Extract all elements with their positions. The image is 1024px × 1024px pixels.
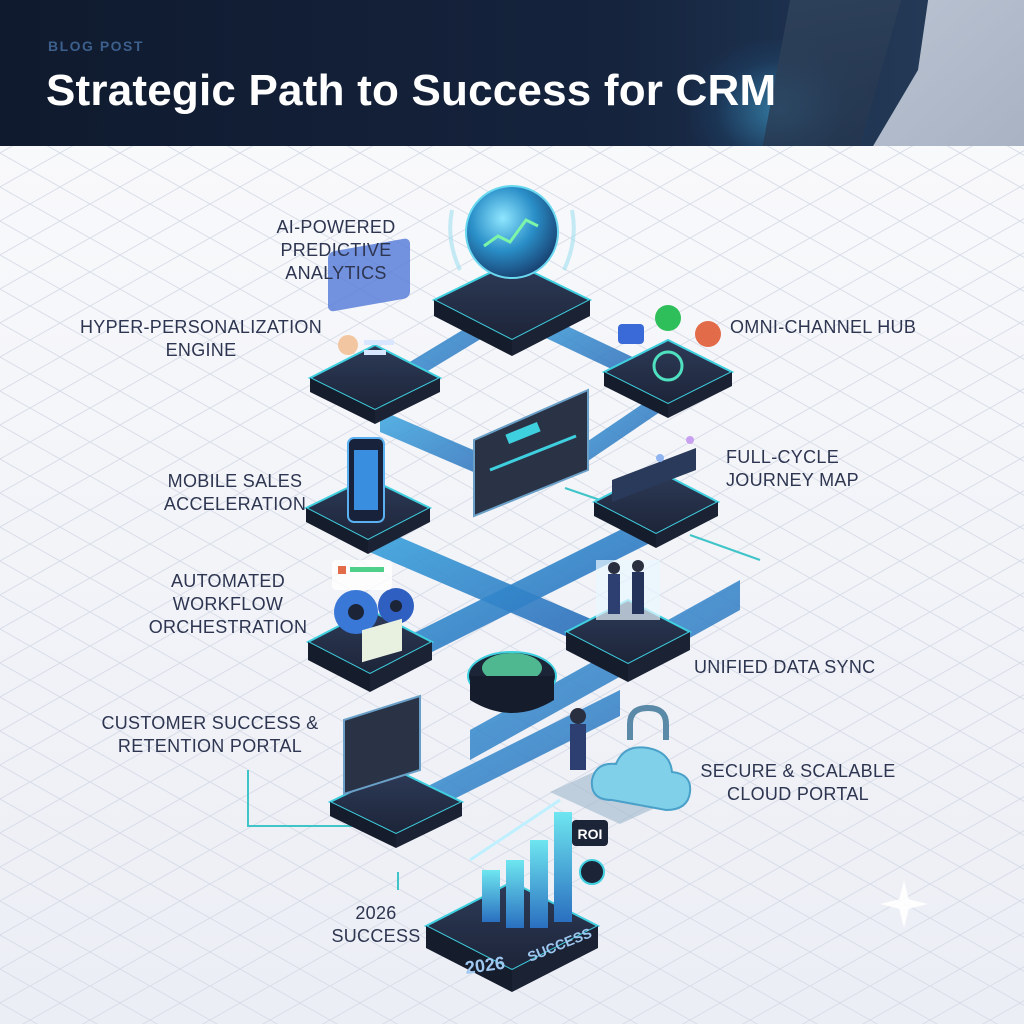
data-sync-platform — [563, 560, 693, 682]
label-data-sync: UNIFIED DATA SYNC — [694, 656, 894, 679]
label-line: UNIFIED DATA SYNC — [694, 657, 876, 677]
label-line: SECURE & SCALABLE — [700, 761, 896, 781]
mail-icon — [618, 324, 644, 344]
label-line: SUCCESS — [331, 926, 421, 946]
label-line: ACCELERATION — [163, 494, 307, 514]
cloud-portal-platform — [550, 704, 692, 824]
growth-bar-1 — [482, 870, 500, 922]
label-workflow: AUTOMATED WORKFLOW ORCHESTRATION — [148, 570, 308, 639]
label-cloud-portal: SECURE & SCALABLE CLOUD PORTAL — [700, 760, 896, 806]
share-icon — [695, 321, 721, 347]
label-line: MOBILE SALES — [167, 471, 303, 491]
label-line: AI-POWERED — [276, 217, 396, 237]
portal-screen — [343, 694, 421, 796]
label-line: WORKFLOW — [172, 594, 284, 614]
label-line: PREDICTIVE ANALYTICS — [280, 240, 392, 283]
roi-text: ROI — [578, 826, 603, 842]
label-line: JOURNEY MAP — [726, 470, 859, 490]
eyebrow-label: BLOG POST — [48, 38, 144, 54]
page-title: Strategic Path to Success for CRM — [46, 66, 777, 115]
check-icon — [579, 859, 605, 885]
omni-channel-platform — [601, 305, 735, 418]
label-line: 2026 — [355, 903, 397, 923]
crm-roadmap-diagram: ROI 2026 SUCCESS — [0, 146, 1024, 1024]
chat-icon — [655, 305, 681, 331]
label-line: ORCHESTRATION — [148, 617, 308, 637]
label-line: FULL-CYCLE — [726, 447, 840, 467]
growth-bar-4 — [554, 812, 572, 922]
growth-bar-2 — [506, 860, 524, 928]
mobile-sales-platform — [303, 437, 433, 554]
label-line: RETENTION PORTAL — [117, 736, 303, 756]
journey-map-platform — [591, 436, 721, 548]
label-retention-portal: CUSTOMER SUCCESS & RETENTION PORTAL — [100, 712, 320, 758]
central-hub — [467, 651, 557, 713]
label-journey-map: FULL-CYCLE JOURNEY MAP — [726, 446, 886, 492]
label-hyper-personalization: HYPER-PERSONALIZATION ENGINE — [76, 316, 326, 362]
label-mobile-sales: MOBILE SALES ACCELERATION — [160, 470, 310, 516]
label-ai-analytics: AI-POWERED PREDICTIVE ANALYTICS — [236, 216, 436, 285]
cloud-icon — [590, 746, 692, 812]
label-line: CUSTOMER SUCCESS & — [101, 713, 319, 733]
retention-portal-platform — [327, 618, 465, 848]
trend-arrow — [469, 798, 561, 862]
roi-badge — [572, 820, 608, 846]
ai-analytics-platform — [431, 185, 593, 356]
label-line: CLOUD PORTAL — [727, 784, 869, 804]
personalization-platform — [307, 238, 443, 424]
lock-icon — [627, 704, 669, 740]
growth-bar-3 — [530, 840, 548, 928]
label-line: OMNI-CHANNEL HUB — [730, 317, 917, 337]
label-line: HYPER-PERSONALIZATION — [79, 317, 322, 337]
label-line: ENGINE — [165, 340, 237, 360]
journey-dashboard-screen — [473, 388, 589, 518]
success-platform: ROI 2026 SUCCESS — [423, 798, 608, 992]
label-success: 2026 SUCCESS — [326, 902, 426, 948]
label-line: AUTOMATED — [170, 571, 286, 591]
header-banner: BLOG POST Strategic Path to Success for … — [0, 0, 1024, 146]
leader-lines — [247, 487, 761, 890]
label-omni-channel: OMNI-CHANNEL HUB — [730, 316, 930, 339]
